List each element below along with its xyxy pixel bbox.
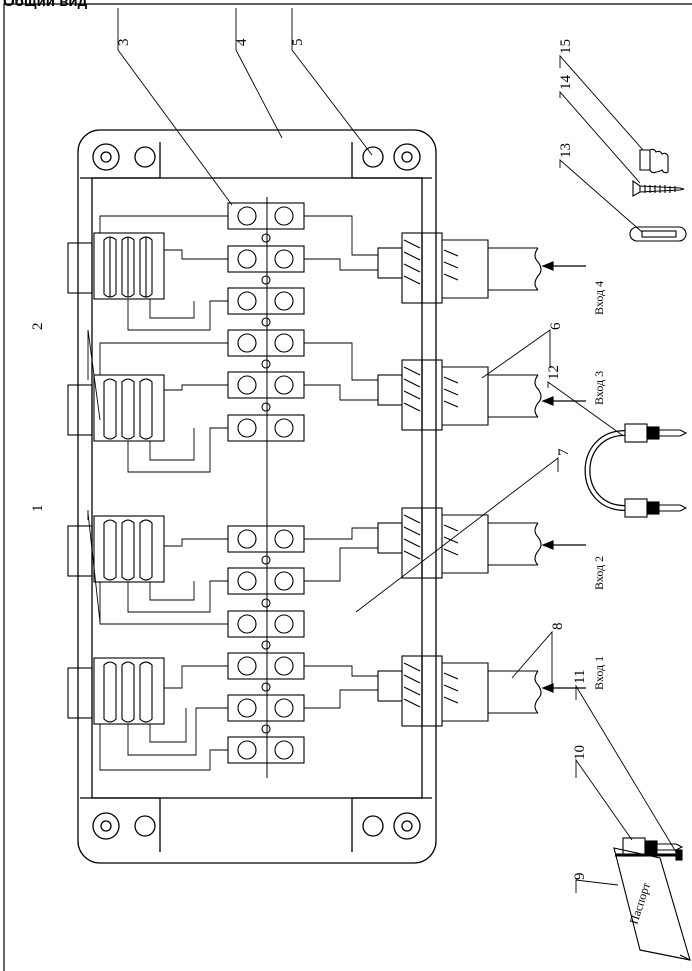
callout-13: 13 xyxy=(558,143,574,158)
callout-leaders xyxy=(87,8,677,893)
dowel-icon xyxy=(639,148,669,174)
terminal-block-row xyxy=(227,202,305,764)
callout-14: 14 xyxy=(558,75,574,91)
cable-gland-3 xyxy=(377,359,542,431)
input-label-4: Вход 4 xyxy=(592,281,606,315)
passport-label: Паспорт xyxy=(627,880,654,926)
left-connector-1 xyxy=(67,232,165,300)
accessories xyxy=(584,148,691,961)
callout-3: 3 xyxy=(116,39,132,47)
callout-2: 2 xyxy=(30,323,46,331)
left-connector-4 xyxy=(67,657,165,725)
mounting-plate-icon xyxy=(629,226,687,242)
callout-9: 9 xyxy=(572,873,588,881)
callout-8: 8 xyxy=(550,623,566,631)
input-label-2: Вход 2 xyxy=(592,556,606,590)
cable-glands xyxy=(377,232,542,727)
input-label-1: Вход 1 xyxy=(592,656,606,690)
plug-icon xyxy=(622,837,684,857)
drawing-frame xyxy=(3,3,692,971)
callout-numbers: 1 2 3 4 5 6 7 8 9 10 11 12 13 14 15 xyxy=(30,38,588,880)
wiring xyxy=(99,215,378,771)
callout-11: 11 xyxy=(572,670,588,684)
enclosure-box xyxy=(77,129,437,864)
callout-15: 15 xyxy=(558,39,574,54)
patch-cord-icon xyxy=(584,423,688,518)
callout-12: 12 xyxy=(546,365,562,380)
terminal-blocks xyxy=(227,197,305,778)
cable-gland-1 xyxy=(377,655,542,727)
passport-booklet-icon xyxy=(613,847,691,961)
input-arrows xyxy=(541,261,586,693)
callout-7: 7 xyxy=(556,448,572,456)
callout-10: 10 xyxy=(572,745,588,760)
left-connectors xyxy=(67,232,165,725)
page-title: Общий вид xyxy=(3,0,88,10)
callout-4: 4 xyxy=(234,38,250,46)
left-connector-3 xyxy=(67,515,165,583)
cable-gland-2 xyxy=(377,507,542,579)
callout-1: 1 xyxy=(30,505,46,513)
input-label-3: Вход 3 xyxy=(592,371,606,405)
callout-5: 5 xyxy=(290,39,306,47)
callout-6: 6 xyxy=(548,322,564,330)
screw-icon xyxy=(632,179,685,197)
left-connector-2 xyxy=(67,374,165,442)
cable-gland-4 xyxy=(377,232,542,304)
